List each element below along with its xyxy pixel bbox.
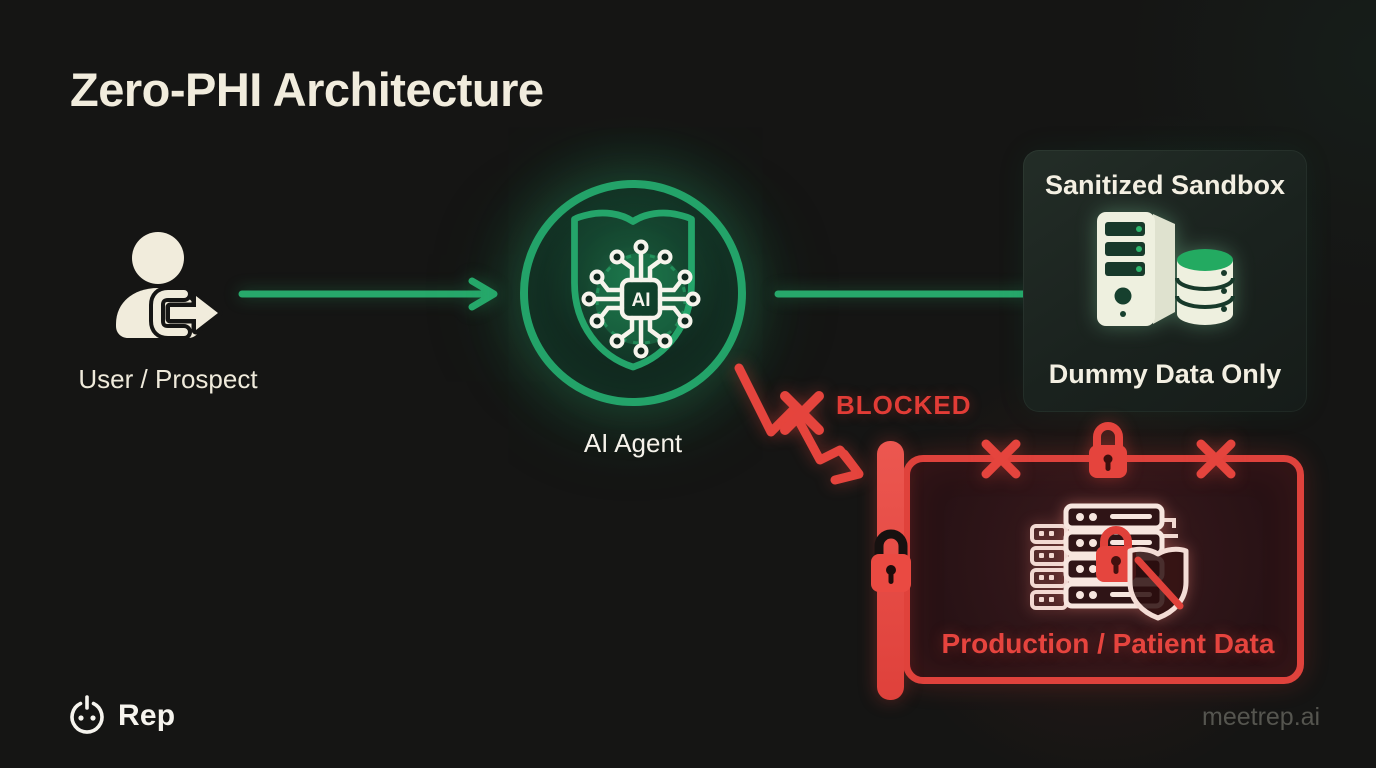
page-title: Zero-PHI Architecture bbox=[70, 63, 544, 116]
ai-agent-node: AI bbox=[520, 180, 746, 406]
brand-name: Rep bbox=[118, 699, 176, 732]
flow-arrow-user-to-agent bbox=[238, 277, 498, 311]
ai-chip-icon: AI bbox=[581, 239, 701, 359]
agent-label: AI Agent bbox=[583, 428, 683, 458]
server-database-icon bbox=[1097, 212, 1235, 326]
firewall-lock-icon bbox=[871, 529, 911, 592]
sandbox-title: Sanitized Sandbox bbox=[1044, 170, 1286, 200]
watermark: meetrep.ai bbox=[1202, 703, 1321, 731]
production-label: Production / Patient Data bbox=[941, 628, 1275, 659]
blocked-label: BLOCKED bbox=[836, 390, 972, 420]
user-label: User / Prospect bbox=[78, 364, 258, 394]
border-x-icon bbox=[981, 439, 1021, 479]
blocked-x-icon bbox=[780, 391, 824, 435]
blocked-arrow bbox=[734, 363, 864, 485]
brand-logo: Rep bbox=[66, 694, 175, 738]
sandbox-node: Sanitized Sandbox bbox=[1023, 150, 1307, 412]
ai-chip-label: AI bbox=[632, 290, 651, 311]
padlock-icon bbox=[1089, 422, 1127, 478]
user-logout-icon bbox=[116, 232, 223, 340]
border-x-icon bbox=[1196, 439, 1236, 479]
locked-servers-icon bbox=[1030, 503, 1189, 621]
power-face-icon bbox=[70, 695, 104, 734]
sandbox-caption: Dummy Data Only bbox=[1048, 359, 1282, 389]
